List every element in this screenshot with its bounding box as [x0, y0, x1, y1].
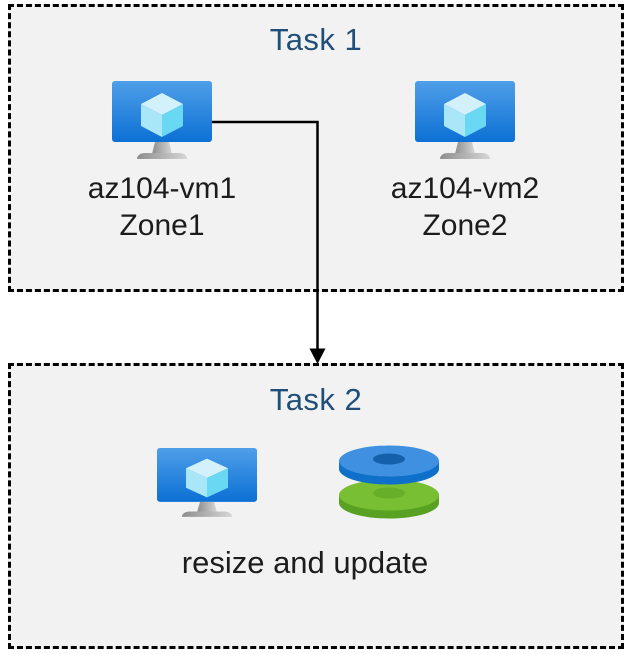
vm-group-az104-vm2: az104-vm2 Zone2 — [365, 81, 565, 244]
task1-title: Task 1 — [269, 22, 363, 57]
virtual-machine-icon — [112, 81, 212, 159]
vm-zone: Zone2 — [422, 209, 508, 242]
virtual-machine-icon — [157, 448, 257, 517]
task2-caption: resize and update — [181, 545, 429, 580]
vm-label: az104-vm2 Zone2 — [365, 170, 565, 244]
vm-name: az104-vm2 — [390, 172, 540, 205]
vm-label: az104-vm1 Zone1 — [62, 170, 262, 244]
vm-name: az104-vm1 — [87, 172, 237, 205]
vm-group-az104-vm1: az104-vm1 Zone1 — [62, 81, 262, 244]
disks-icon — [339, 445, 439, 519]
virtual-machine-icon — [415, 81, 515, 159]
task1-box: Task 1 az104-vm1 — [8, 4, 624, 292]
vm-zone: Zone1 — [119, 209, 205, 242]
task2-title: Task 2 — [269, 382, 363, 417]
task2-box: Task 2 — [8, 363, 624, 649]
